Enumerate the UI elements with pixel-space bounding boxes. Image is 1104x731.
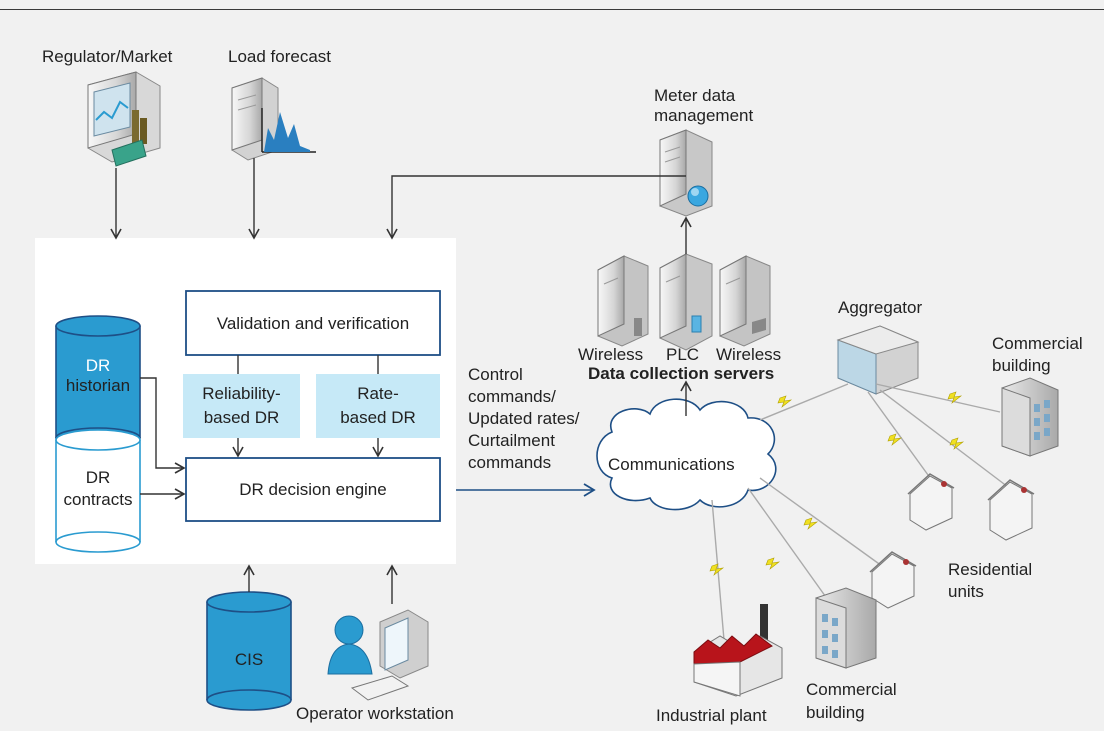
regulator-market-label: Regulator/Market: [42, 47, 173, 66]
dr-contracts-cylinder: [55, 429, 141, 553]
commercial-building-right-label-line2: building: [992, 356, 1051, 375]
validation-label: Validation and verification: [216, 313, 410, 333]
dr-contracts-label-line2: contracts: [63, 490, 133, 509]
meter-data-management-label-line2: management: [654, 106, 754, 125]
aggregator-label: Aggregator: [838, 298, 923, 317]
cis-label: CIS: [234, 650, 264, 669]
residential-house-1-icon: [907, 473, 955, 531]
residential-house-3-icon: [869, 551, 917, 609]
comms-message-line5: commands: [468, 453, 552, 472]
cis-cylinder: [206, 591, 292, 711]
reliability-label-line1: Reliability-: [202, 384, 281, 403]
wireless-right-label: Wireless: [716, 345, 782, 364]
arrow-historian-to-engine: [140, 377, 186, 474]
residential-house-2-icon: [987, 479, 1035, 541]
residential-units-label-line1: Residential: [948, 560, 1033, 579]
wireless-left-label: Wireless: [578, 345, 644, 364]
dr-historian-label-line1: DR: [85, 356, 111, 375]
communications-cloud: [596, 398, 777, 511]
aggregator-icon: [836, 325, 920, 395]
communications-label: Communications: [608, 455, 735, 474]
decision-engine-box: [185, 457, 441, 522]
top-rule: [0, 9, 1104, 10]
operator-workstation-icon: [327, 609, 429, 701]
residential-units-label-line2: units: [948, 582, 984, 601]
rate-label-line2: based DR: [340, 408, 416, 427]
comms-message-line2: commands/: [468, 387, 556, 406]
reliability-box: [183, 374, 300, 438]
commercial-building-right-label-line1: Commercial: [992, 334, 1083, 353]
operator-workstation-label: Operator workstation: [296, 704, 454, 723]
reliability-label-line2: based DR: [203, 408, 280, 427]
industrial-plant-icon: [693, 604, 783, 697]
validation-box: [185, 290, 441, 356]
commercial-building-right-icon: [1001, 377, 1059, 457]
comms-message-line3: Updated rates/: [468, 409, 580, 428]
dr-contracts-label-line1: DR: [85, 468, 111, 487]
meter-data-management-label-line1: Meter data: [654, 86, 736, 105]
plc-label: PLC: [666, 345, 700, 364]
comms-message-line1: Control: [468, 365, 523, 384]
meter-data-management-icon: [659, 129, 713, 217]
rate-box: [316, 374, 440, 438]
regulator-market-icon: [87, 71, 161, 167]
data-collection-servers-label: Data collection servers: [588, 364, 775, 383]
commercial-building-bottom-icon: [815, 587, 877, 669]
industrial-plant-label: Industrial plant: [656, 706, 767, 725]
dr-historian-label-line2: historian: [65, 376, 131, 395]
load-forecast-label: Load forecast: [228, 47, 332, 66]
commercial-building-bottom-label-line1: Commercial: [806, 680, 897, 699]
decision-engine-label: DR decision engine: [239, 480, 387, 499]
commercial-building-bottom-label-line2: building: [806, 703, 865, 722]
rate-label-line1: Rate-: [357, 384, 399, 403]
arrow-mdm-to-core: [386, 175, 686, 240]
data-collection-servers-icon: [597, 253, 771, 351]
load-forecast-icon: [231, 77, 316, 161]
comms-message-line4: Curtailment: [468, 431, 555, 450]
